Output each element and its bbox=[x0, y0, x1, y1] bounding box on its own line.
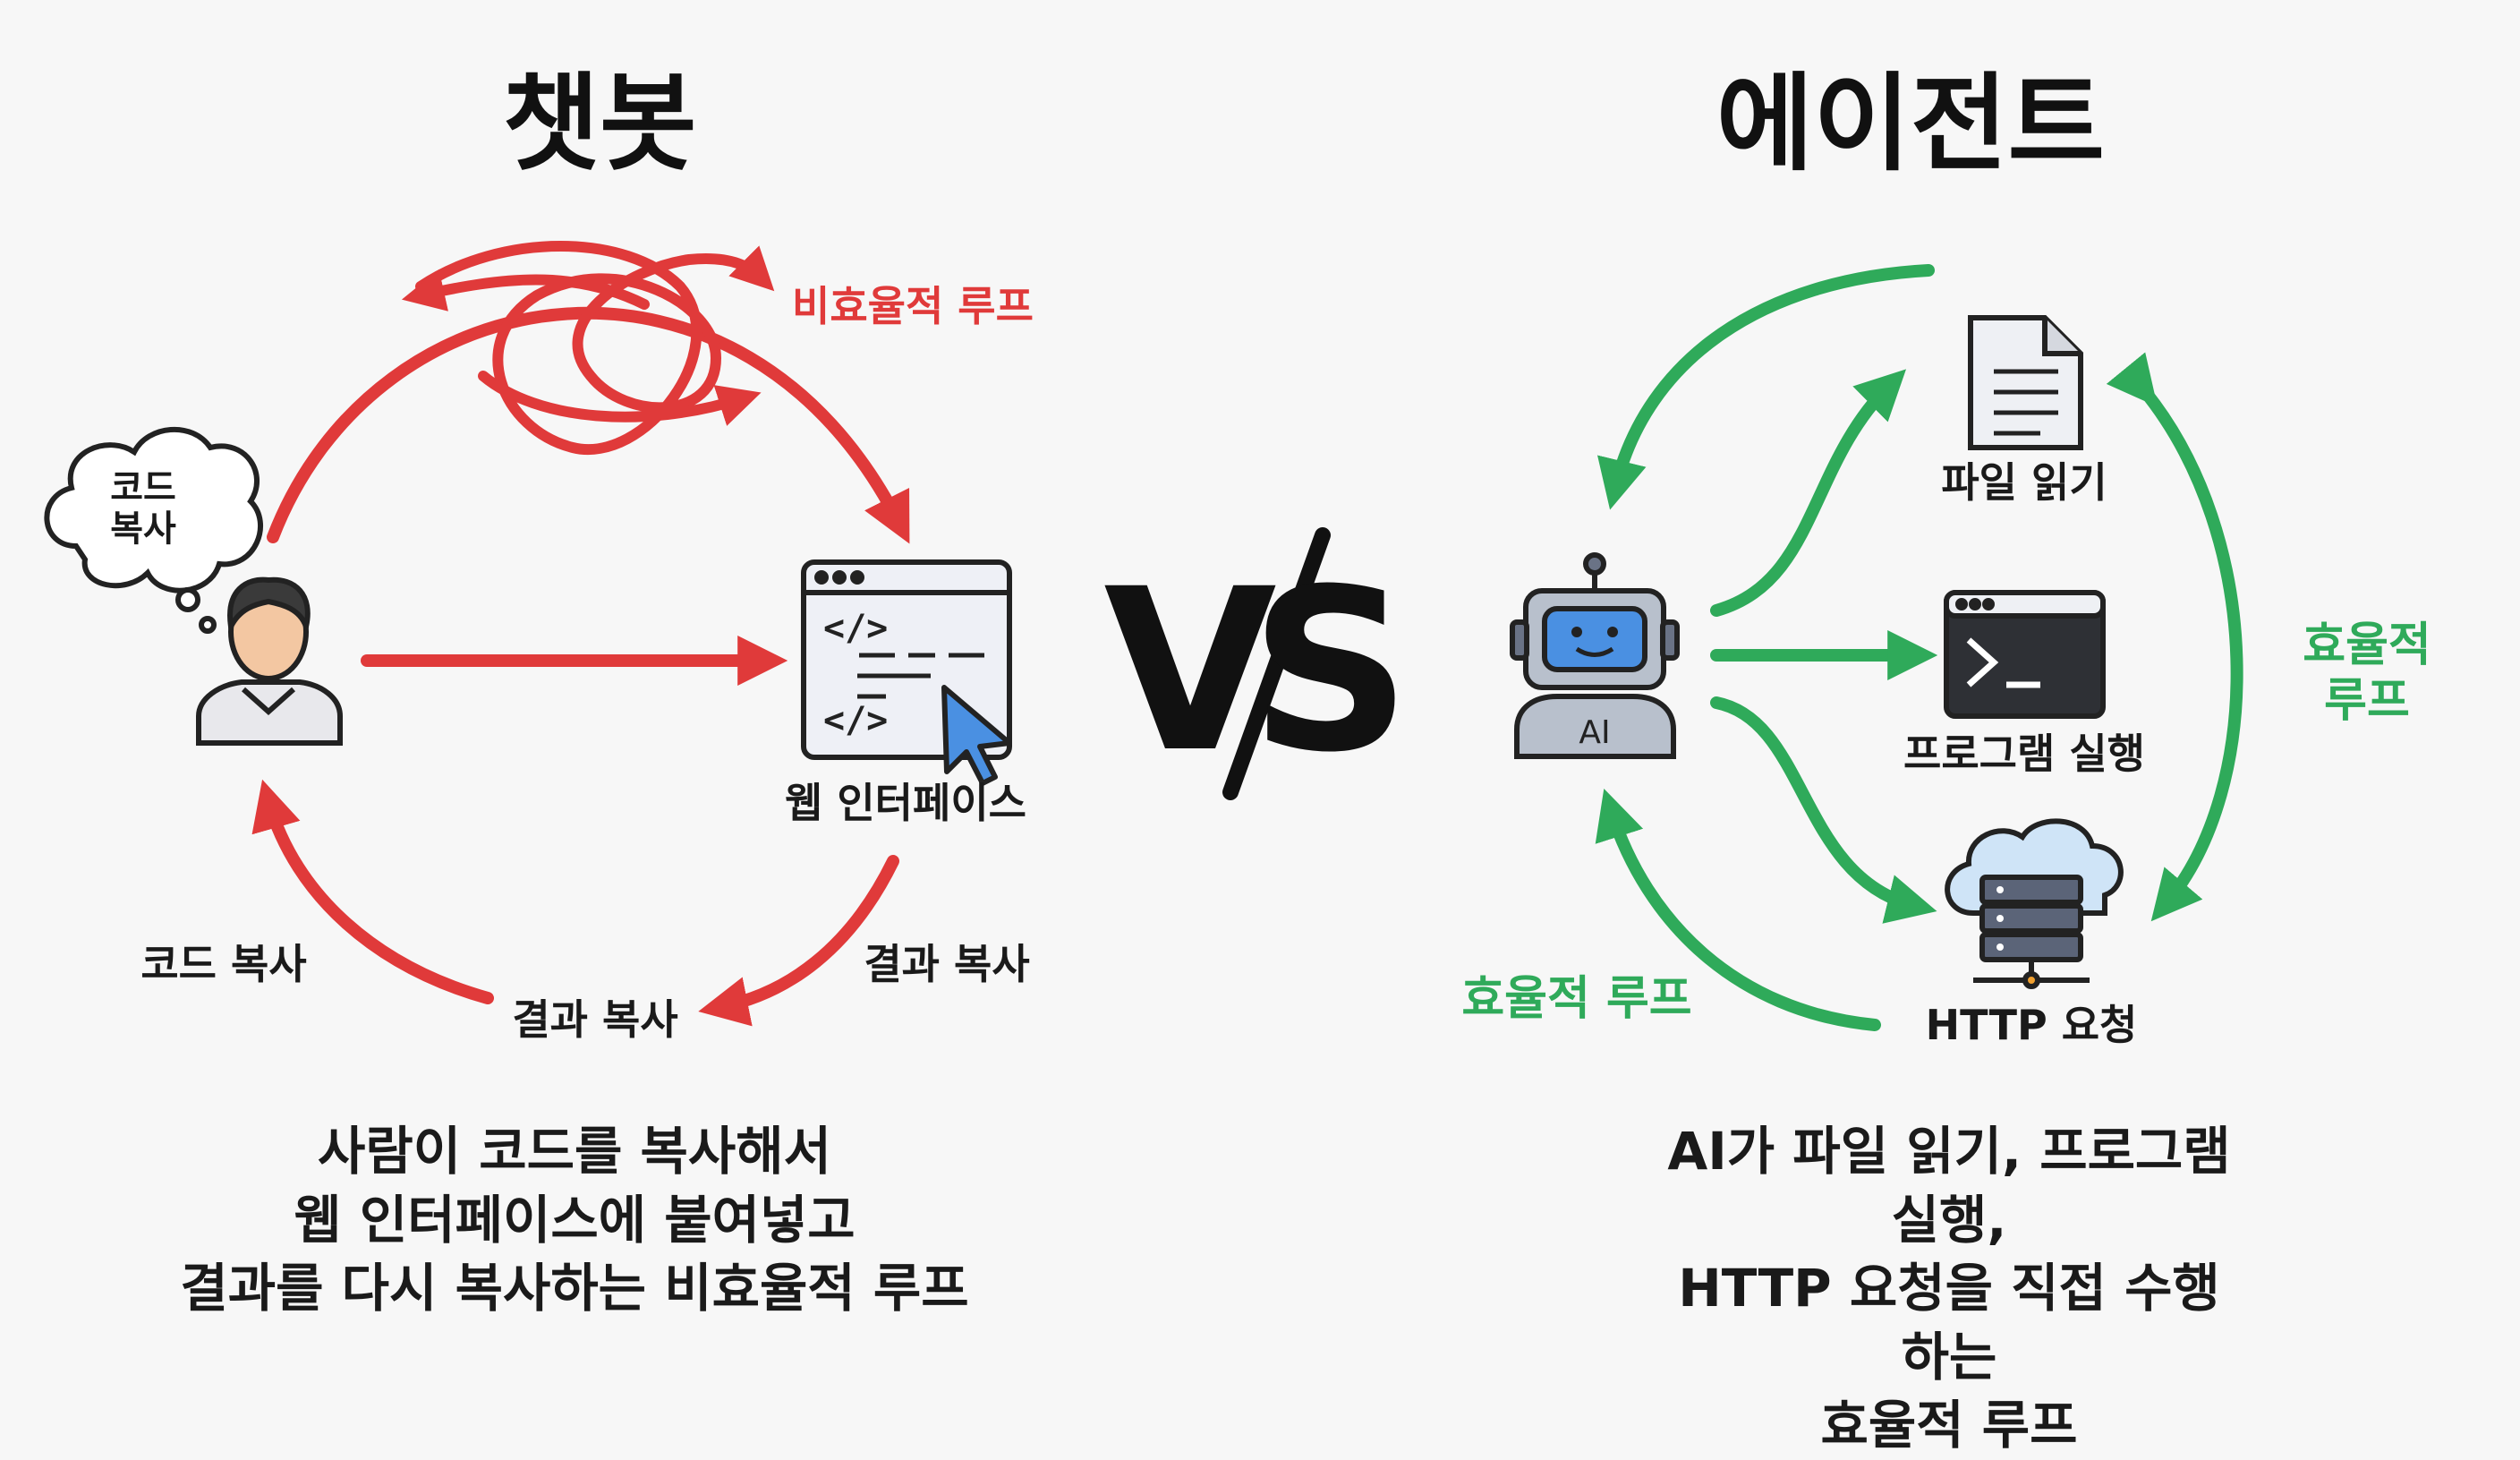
tangled-loop-scribble-right bbox=[478, 371, 762, 426]
http-request-label: HTTP 요청 bbox=[1925, 1001, 2138, 1049]
svg-text:</>: </> bbox=[823, 700, 888, 741]
cloud-server-icon bbox=[1945, 818, 2124, 989]
right-loop-label-bottom: 효율적 루프 bbox=[1461, 972, 1692, 1026]
right-loop-label-side: 효율적 루프 bbox=[2303, 619, 2431, 729]
robot-icon: AI bbox=[1510, 552, 1680, 759]
diagram-graphics: </> </> AI bbox=[44, 241, 2243, 1031]
robot-ai-text: AI bbox=[1579, 714, 1610, 751]
arrow-user-to-web-arc bbox=[267, 306, 910, 544]
cursor-icon bbox=[941, 685, 1012, 786]
left-title: 챗봇 bbox=[502, 62, 697, 185]
thought-bubble-icon bbox=[44, 426, 263, 634]
arrow-ai-to-file bbox=[1710, 369, 1907, 617]
vs-slash bbox=[1222, 527, 1331, 800]
tangled-loop-scribble-left bbox=[401, 269, 650, 312]
arrow-web-to-result bbox=[698, 855, 899, 1027]
comparison-diagram: </> </> AI bbox=[44, 62, 2431, 1456]
copy-result-left-label: 결과 복사 bbox=[512, 995, 678, 1044]
run-program-label: 프로그램 실행 bbox=[1903, 730, 2145, 778]
document-icon bbox=[1968, 315, 2083, 450]
bubble-text: 코드 복사 bbox=[110, 467, 176, 550]
arrow-return-top bbox=[1597, 264, 1935, 510]
arrow-ai-to-http bbox=[1710, 696, 1937, 924]
copy-code-label: 코드 복사 bbox=[140, 940, 307, 988]
user-icon bbox=[196, 576, 343, 746]
read-file-label: 파일 읽기 bbox=[1941, 458, 2107, 507]
arrow-efficient-loop-right bbox=[2106, 352, 2243, 922]
arrow-result-to-user bbox=[251, 779, 494, 1004]
right-title: 에이전트 bbox=[1715, 62, 2106, 185]
right-caption: AI가 파일 읽기, 프로그램 실행, HTTP 요청을 직접 수행하는 효율적… bbox=[1667, 1121, 2231, 1456]
left-loop-label: 비효율적 루프 bbox=[792, 282, 1034, 330]
vs-label: VS bbox=[1103, 541, 1411, 801]
left-caption: 사람이 코드를 복사해서 웹 인터페이스에 붙여넣고 결과를 다시 복사하는 비… bbox=[180, 1121, 969, 1319]
terminal-icon bbox=[1944, 590, 2106, 719]
copy-result-right-label: 결과 복사 bbox=[864, 940, 1030, 988]
arrow-return-bottom bbox=[1595, 789, 1881, 1031]
svg-text:</>: </> bbox=[823, 608, 888, 649]
web-interface-label: 웹 인터페이스 bbox=[785, 779, 1026, 827]
